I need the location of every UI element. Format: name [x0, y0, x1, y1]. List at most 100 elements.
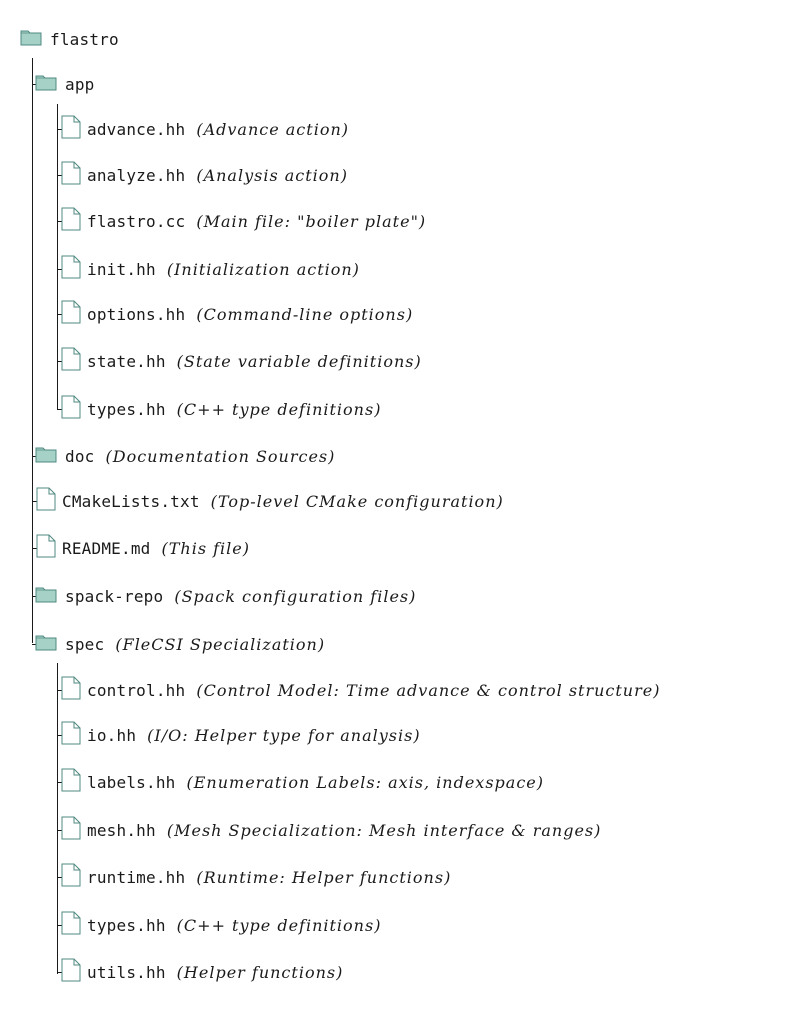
- file-icon: [61, 300, 81, 328]
- item-description: (I/O: Helper type for analysis): [147, 725, 421, 745]
- file-row[interactable]: control.hh (Control Model: Time advance &…: [61, 676, 661, 704]
- item-description: (Spack configuration files): [174, 586, 417, 606]
- file-name: types.hh: [87, 915, 166, 935]
- folder-icon: [35, 445, 57, 467]
- file-row[interactable]: utils.hh (Helper functions): [61, 958, 344, 986]
- file-name: types.hh: [87, 399, 166, 419]
- item-description: (This file): [161, 538, 250, 558]
- folder-name: spec: [65, 634, 105, 654]
- app-branch-line: [57, 104, 58, 410]
- item-description: (Advance action): [196, 119, 349, 139]
- tree-connector-line: [57, 314, 63, 315]
- file-row[interactable]: options.hh (Command-line options): [61, 300, 414, 328]
- tree-connector-line: [57, 409, 63, 410]
- file-row[interactable]: state.hh (State variable definitions): [61, 347, 422, 375]
- file-name: state.hh: [87, 351, 166, 371]
- folder-row[interactable]: spack-repo (Spack configuration files): [35, 584, 416, 608]
- file-row[interactable]: README.md (This file): [36, 534, 250, 562]
- item-description: (C++ type definitions): [176, 399, 382, 419]
- file-icon: [61, 115, 81, 143]
- tree-connector-line: [57, 361, 63, 362]
- tree-connector-line: [57, 972, 63, 973]
- folder-row[interactable]: doc(Documentation Sources): [35, 444, 335, 468]
- file-name: io.hh: [87, 725, 137, 745]
- file-icon: [61, 255, 81, 283]
- tree-connector-line: [57, 175, 63, 176]
- file-row[interactable]: advance.hh (Advance action): [61, 115, 349, 143]
- item-description: (Documentation Sources): [105, 446, 336, 466]
- tree-connector-line: [57, 269, 63, 270]
- file-name: labels.hh: [87, 772, 176, 792]
- tree-connector-line: [32, 501, 38, 502]
- file-icon: [61, 768, 81, 796]
- file-row[interactable]: runtime.hh (Runtime: Helper functions): [61, 863, 452, 891]
- file-name: utils.hh: [87, 962, 166, 982]
- folder-icon: [35, 585, 57, 607]
- item-description: (Command-line options): [196, 304, 414, 324]
- item-description: (Initialization action): [166, 259, 360, 279]
- file-row[interactable]: types.hh (C++ type definitions): [61, 911, 382, 939]
- folder-name: spack-repo: [65, 586, 164, 606]
- tree-connector-line: [32, 84, 36, 85]
- tree-connector-line: [57, 221, 63, 222]
- item-description: (State variable definitions): [176, 351, 422, 371]
- file-name: flastro.cc: [87, 211, 186, 231]
- item-description: (Runtime: Helper functions): [196, 867, 452, 887]
- file-icon: [61, 347, 81, 375]
- tree-connector-line: [57, 735, 63, 736]
- item-description: (Main file: "boiler plate"): [196, 211, 427, 231]
- tree-connector-line: [57, 877, 63, 878]
- file-name: README.md: [62, 538, 151, 558]
- file-icon: [61, 207, 81, 235]
- tree-connector-line: [32, 456, 36, 457]
- file-row[interactable]: io.hh (I/O: Helper type for analysis): [61, 721, 421, 749]
- file-name: control.hh: [87, 680, 186, 700]
- file-row[interactable]: types.hh (C++ type definitions): [61, 395, 382, 423]
- file-name: analyze.hh: [87, 165, 186, 185]
- item-description: (Mesh Specialization: Mesh interface & r…: [166, 820, 602, 840]
- file-name: init.hh: [87, 259, 156, 279]
- tree-root[interactable]: flastro: [20, 27, 119, 51]
- item-description: (Analysis action): [196, 165, 348, 185]
- tree-connector-line: [57, 925, 63, 926]
- file-icon: [36, 487, 56, 515]
- tree-connector-line: [57, 690, 63, 691]
- spec-branch-line: [57, 663, 58, 974]
- folder-icon: [35, 633, 57, 655]
- file-name: mesh.hh: [87, 820, 156, 840]
- file-icon: [61, 395, 81, 423]
- file-name: runtime.hh: [87, 867, 186, 887]
- file-icon: [61, 676, 81, 704]
- tree-connector-line: [32, 596, 36, 597]
- file-row[interactable]: mesh.hh (Mesh Specialization: Mesh interf…: [61, 816, 602, 844]
- file-icon: [61, 161, 81, 189]
- folder-row[interactable]: spec (FleCSI Specialization): [35, 632, 325, 656]
- file-name: CMakeLists.txt: [62, 491, 200, 511]
- tree-connector-line: [57, 782, 63, 783]
- file-row[interactable]: analyze.hh (Analysis action): [61, 161, 348, 189]
- tree-trunk-line: [32, 58, 33, 643]
- item-description: (C++ type definitions): [176, 915, 382, 935]
- item-description: (Helper functions): [176, 962, 344, 982]
- folder-icon: [35, 73, 57, 95]
- file-icon: [61, 816, 81, 844]
- file-row[interactable]: flastro.cc (Main file: "boiler plate"): [61, 207, 427, 235]
- tree-connector-line: [57, 830, 63, 831]
- file-icon: [36, 534, 56, 562]
- file-row[interactable]: CMakeLists.txt(Top-level CMake configura…: [36, 487, 504, 515]
- file-row[interactable]: init.hh (Initialization action): [61, 255, 360, 283]
- item-description: (FleCSI Specialization): [115, 634, 326, 654]
- file-icon: [61, 958, 81, 986]
- folder-name: app: [65, 74, 95, 94]
- file-name: options.hh: [87, 304, 186, 324]
- folder-row[interactable]: app: [35, 72, 95, 96]
- item-description: (Control Model: Time advance & control s…: [196, 680, 661, 700]
- item-description: (Enumeration Labels: axis, indexspace): [186, 772, 544, 792]
- file-icon: [61, 911, 81, 939]
- file-icon: [61, 863, 81, 891]
- tree-connector-line: [57, 129, 63, 130]
- file-name: advance.hh: [87, 119, 186, 139]
- file-row[interactable]: labels.hh (Enumeration Labels: axis, inde…: [61, 768, 544, 796]
- file-icon: [61, 721, 81, 749]
